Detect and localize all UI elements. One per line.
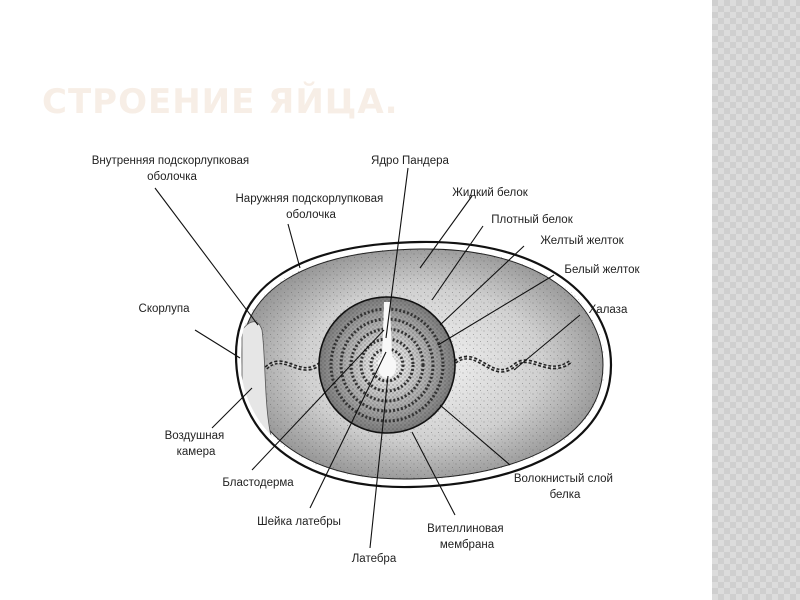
label-shell: Скорлупа xyxy=(139,303,191,315)
label-air-cell: Воздушная камера xyxy=(165,430,228,458)
decorative-side-strip xyxy=(712,0,800,600)
diagram-labels: Внутренняя подскорлупковая оболочка Нару… xyxy=(92,155,641,565)
label-outer-membrane: Наружняя подскорлупковая оболочка xyxy=(236,193,387,221)
label-chalaziferous-layer: Волокнистый слой белка xyxy=(514,473,616,501)
label-thick-albumen: Плотный белок xyxy=(491,214,573,226)
label-inner-membrane: Внутренняя подскорлупковая оболочка xyxy=(92,155,253,183)
yolk xyxy=(318,296,456,434)
slide-title: СТРОЕНИЕ ЯЙЦА. xyxy=(42,82,399,122)
label-white-yolk: Белый желток xyxy=(564,264,640,276)
label-thin-albumen: Жидкий белок xyxy=(452,187,529,199)
label-latebra: Латебра xyxy=(352,553,397,565)
latebra-center xyxy=(378,354,396,378)
label-pander-nucleus: Ядро Пандера xyxy=(371,155,450,167)
label-latebra-neck: Шейка латебры xyxy=(257,516,341,528)
leader-lines xyxy=(154,167,581,549)
label-blastoderm: Бластодерма xyxy=(222,477,294,489)
egg-structure-diagram: Внутренняя подскорлупковая оболочка Нару… xyxy=(92,155,641,565)
label-vitelline-membrane: Вителлиновая мембрана xyxy=(427,523,507,551)
label-chalaza: Халаза xyxy=(589,304,628,316)
label-yellow-yolk: Желтый желток xyxy=(540,235,624,247)
